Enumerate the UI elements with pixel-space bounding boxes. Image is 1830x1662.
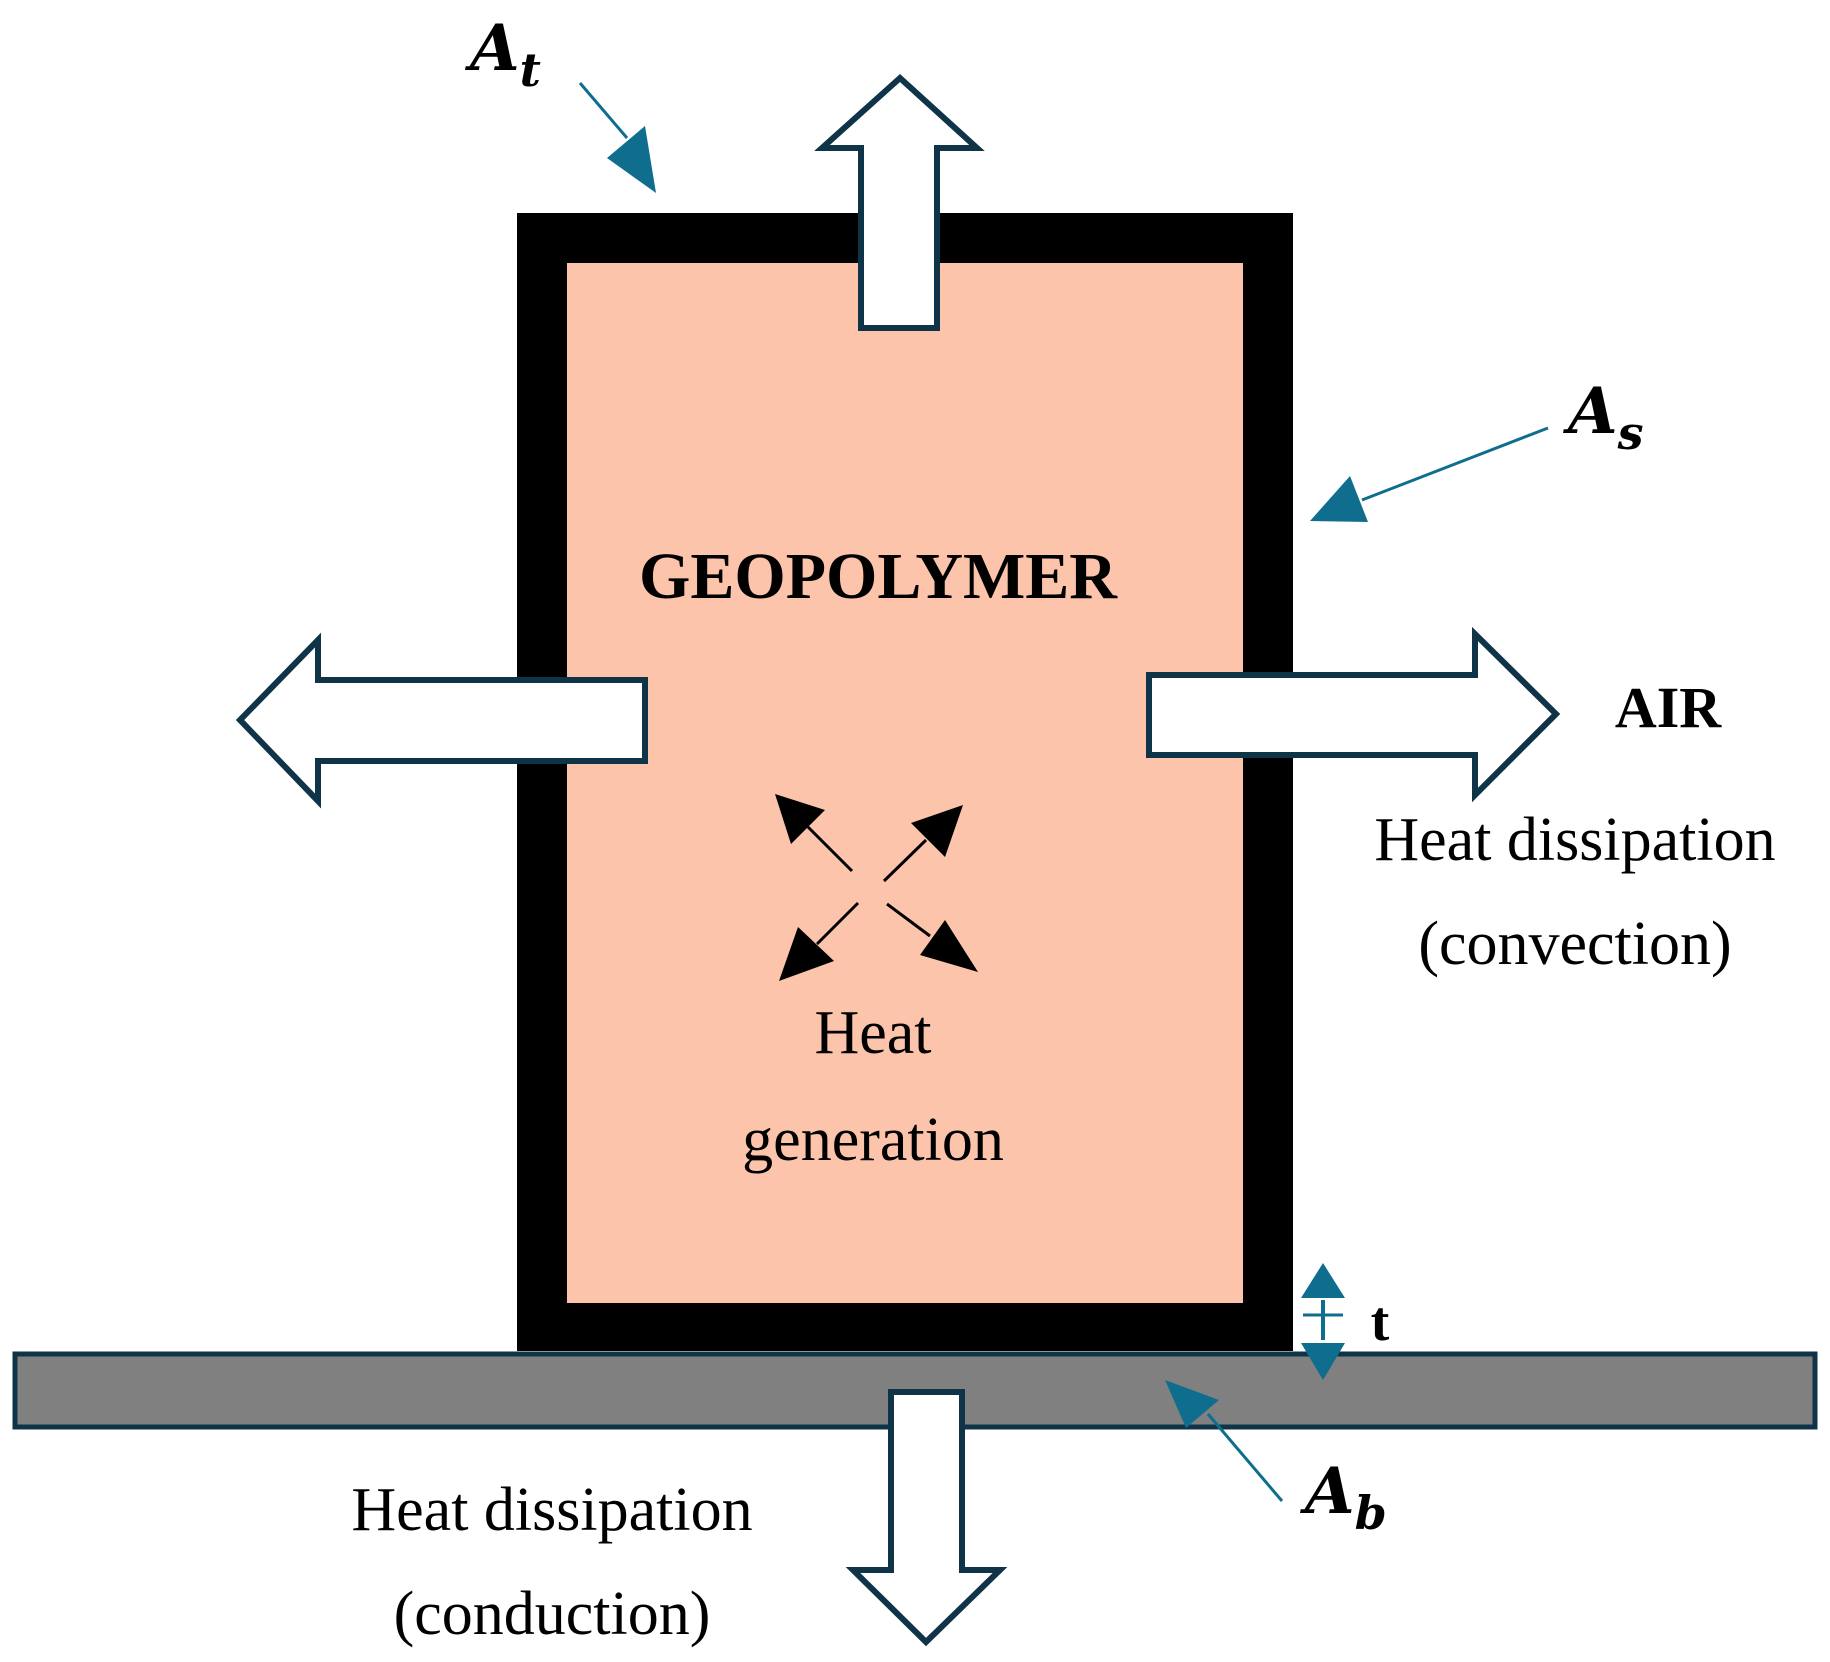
generation-arrow-ne-head <box>911 805 963 857</box>
thickness-indicator <box>1301 1263 1345 1380</box>
heat-flow-left-arrow <box>235 632 648 809</box>
generation-arrow-nw-head <box>775 794 825 844</box>
geopolymer-region <box>567 263 1243 1303</box>
generation-arrow-se-shaft <box>886 902 931 938</box>
pointer-arrow-top-head <box>607 126 656 193</box>
top-area-sub: t <box>520 43 541 97</box>
thickness-label: t <box>1371 1291 1390 1353</box>
heat-generation-arrows <box>775 794 978 981</box>
bottom-area-sub: b <box>1355 1486 1387 1540</box>
pointer-arrow-top-shaft <box>578 82 629 139</box>
side-area-sub: s <box>1617 406 1644 460</box>
generation-arrow-nw-shaft <box>806 825 854 873</box>
heat-generation-label-line2: generation <box>742 1106 1004 1174</box>
conduction-label-line2: (conduction) <box>394 1580 711 1648</box>
side-area-symbol: As <box>1563 374 1644 460</box>
generation-arrow-se-head <box>920 920 978 972</box>
generation-arrow-sw-head <box>779 927 834 981</box>
pointer-arrow-side-shaft <box>1361 426 1549 502</box>
generation-arrow-ne-shaft <box>882 838 928 883</box>
pointer-arrow-bottom-shaft <box>1206 1413 1284 1502</box>
bottom-area-symbol: Ab <box>1300 1454 1387 1540</box>
generation-arrow-sw-shaft <box>815 901 860 946</box>
heat-flow-down-arrow <box>845 1389 1008 1647</box>
pointer-arrow-bottom-head <box>1165 1380 1219 1428</box>
material-label: GEOPOLYMER <box>639 540 1118 613</box>
bottom-area-main: A <box>1300 1454 1355 1529</box>
conduction-label-line1: Heat dissipation <box>351 1476 752 1544</box>
heat-flow-right-arrow <box>1146 626 1561 803</box>
convection-label-line2: (convection) <box>1418 910 1731 978</box>
thickness-arrowhead-up <box>1301 1263 1345 1298</box>
heat-flow-up-arrow <box>814 73 985 331</box>
top-area-symbol: At <box>465 11 541 97</box>
pointer-arrow-side-head <box>1310 476 1368 522</box>
side-area-main: A <box>1563 374 1618 449</box>
convection-label-line1: Heat dissipation <box>1374 806 1775 874</box>
top-area-main: A <box>465 11 520 86</box>
thickness-arrowhead-down <box>1301 1343 1345 1380</box>
air-label: AIR <box>1615 675 1722 740</box>
heat-generation-label-line1: Heat <box>814 999 931 1067</box>
